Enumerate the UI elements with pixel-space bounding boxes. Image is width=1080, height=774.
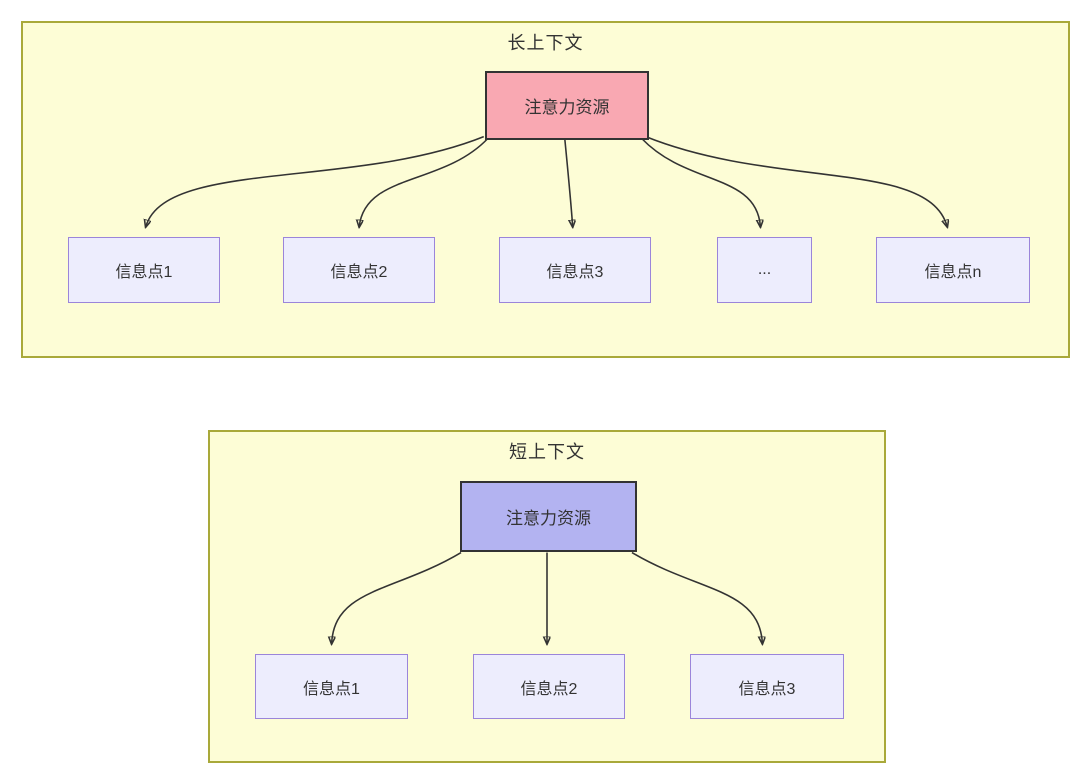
arrow-short-to-info3	[631, 551, 762, 644]
long-context-title: 长上下文	[507, 33, 584, 53]
arrow-long-to-dots	[641, 138, 761, 227]
short-context-section: 短上下文 注意力资源 信息点1 信息点2 信息点3	[208, 430, 886, 763]
long-info-node-3: 信息点3	[499, 237, 651, 303]
arrow-long-to-infon	[645, 135, 947, 227]
arrow-long-to-info1	[146, 135, 485, 227]
short-attention-node: 注意力资源	[460, 481, 637, 552]
arrow-long-to-info3	[563, 138, 573, 227]
arrow-long-to-info2	[359, 138, 489, 227]
short-info-node-1: 信息点1	[255, 654, 408, 719]
long-info-node-2: 信息点2	[283, 237, 435, 303]
long-info-node-dots: ...	[717, 237, 812, 303]
short-info-node-2: 信息点2	[473, 654, 625, 719]
long-context-section: 长上下文 注意力资源 信息点1 信息点2 信息点3 ... 信息点n	[21, 21, 1070, 358]
arrow-short-to-info1	[332, 551, 462, 644]
long-attention-node: 注意力资源	[485, 71, 649, 140]
long-info-node-1: 信息点1	[68, 237, 220, 303]
short-context-title: 短上下文	[509, 442, 585, 462]
long-info-node-n: 信息点n	[876, 237, 1030, 303]
short-info-node-3: 信息点3	[690, 654, 844, 719]
